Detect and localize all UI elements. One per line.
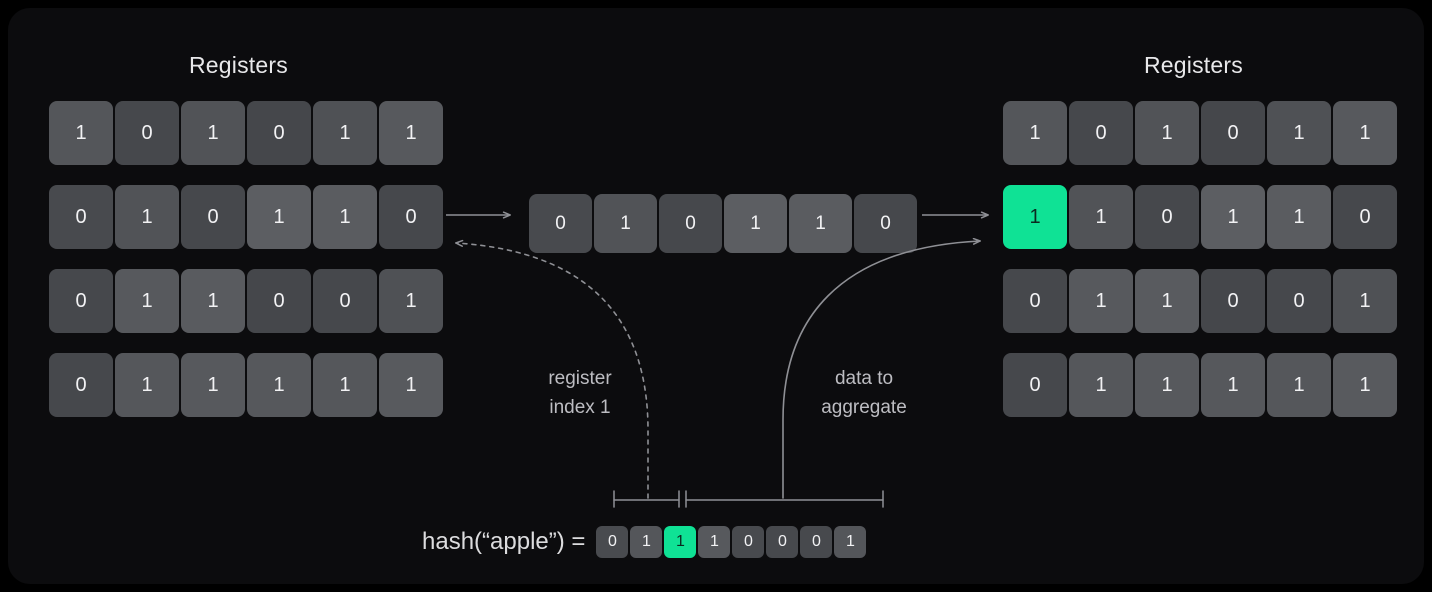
right-registers-title: Registers [1144, 52, 1243, 78]
left-register-cell-r3-c0: 0 [49, 353, 113, 417]
hash-bit-1: 1 [630, 526, 663, 558]
left-register-cell-r0-c1: 0 [115, 101, 179, 165]
selected-register-cell-3: 1 [724, 194, 787, 253]
right-register-cell-r3-c0: 0 [1003, 353, 1067, 417]
right-register-cell-r0-c2: 1 [1135, 101, 1199, 165]
right-register-cell-r1-c5: 0 [1333, 185, 1397, 249]
hash-bit-7: 1 [834, 526, 867, 558]
annotation-data-to-aggregate: data to aggregate [821, 368, 907, 419]
right-register-cell-r3-c4: 1 [1267, 353, 1331, 417]
right-register-cell-r2-c5: 1 [1333, 269, 1397, 333]
left-register-cell-r2-c4: 0 [313, 269, 377, 333]
annotation-register-index: register index 1 [548, 368, 612, 419]
right-register-cell-r3-c3: 1 [1201, 353, 1265, 417]
left-register-cell-r2-c2: 1 [181, 269, 245, 333]
right-register-cell-r1-c4: 1 [1267, 185, 1331, 249]
left-register-cell-r0-c2: 1 [181, 101, 245, 165]
right-register-cell-r2-c0: 0 [1003, 269, 1067, 333]
hash-bit-0: 0 [596, 526, 629, 558]
hash-bit-2: 1 [664, 526, 697, 558]
right-register-cell-r2-c2: 1 [1135, 269, 1199, 333]
left-register-cell-r0-c5: 1 [379, 101, 443, 165]
left-register-cell-r1-c0: 0 [49, 185, 113, 249]
left-register-cell-r3-c5: 1 [379, 353, 443, 417]
left-register-cell-r1-c5: 0 [379, 185, 443, 249]
left-register-cell-r2-c0: 0 [49, 269, 113, 333]
left-register-cell-r1-c4: 1 [313, 185, 377, 249]
left-register-cell-r2-c1: 1 [115, 269, 179, 333]
right-register-cell-r0-c1: 0 [1069, 101, 1133, 165]
right-register-cell-r3-c5: 1 [1333, 353, 1397, 417]
selected-register-cell-2: 0 [659, 194, 722, 253]
left-register-cell-r0-c4: 1 [313, 101, 377, 165]
selected-register-cell-4: 1 [789, 194, 852, 253]
right-register-cell-r3-c2: 1 [1135, 353, 1199, 417]
right-register-cell-r1-c2: 0 [1135, 185, 1199, 249]
right-register-cell-r2-c3: 0 [1201, 269, 1265, 333]
selected-register-cell-0: 0 [529, 194, 592, 253]
right-register-cell-r0-c5: 1 [1333, 101, 1397, 165]
hash-label: hash(“apple”) = [422, 528, 586, 555]
right-register-cell-r1-c0: 1 [1003, 185, 1067, 249]
left-register-cell-r2-c5: 1 [379, 269, 443, 333]
right-register-cell-r1-c1: 1 [1069, 185, 1133, 249]
right-register-cell-r0-c3: 0 [1201, 101, 1265, 165]
selected-register-cell-5: 0 [854, 194, 917, 253]
hash-bit-6: 0 [800, 526, 833, 558]
hash-bit-5: 0 [766, 526, 799, 558]
hash-bit-4: 0 [732, 526, 765, 558]
selected-register-cell-1: 1 [594, 194, 657, 253]
left-register-cell-r3-c3: 1 [247, 353, 311, 417]
left-register-cell-r2-c3: 0 [247, 269, 311, 333]
right-register-cell-r2-c4: 0 [1267, 269, 1331, 333]
left-register-cell-r3-c1: 1 [115, 353, 179, 417]
right-register-cell-r0-c0: 1 [1003, 101, 1067, 165]
left-register-cell-r1-c1: 1 [115, 185, 179, 249]
left-register-cell-r1-c3: 1 [247, 185, 311, 249]
right-register-cell-r1-c3: 1 [1201, 185, 1265, 249]
left-register-cell-r3-c4: 1 [313, 353, 377, 417]
left-register-cell-r3-c2: 1 [181, 353, 245, 417]
left-registers-title: Registers [189, 52, 288, 78]
right-register-cell-r3-c1: 1 [1069, 353, 1133, 417]
right-register-cell-r2-c1: 1 [1069, 269, 1133, 333]
left-register-cell-r0-c3: 0 [247, 101, 311, 165]
left-register-cell-r1-c2: 0 [181, 185, 245, 249]
hash-bit-3: 1 [698, 526, 731, 558]
right-register-cell-r0-c4: 1 [1267, 101, 1331, 165]
left-register-cell-r0-c0: 1 [49, 101, 113, 165]
